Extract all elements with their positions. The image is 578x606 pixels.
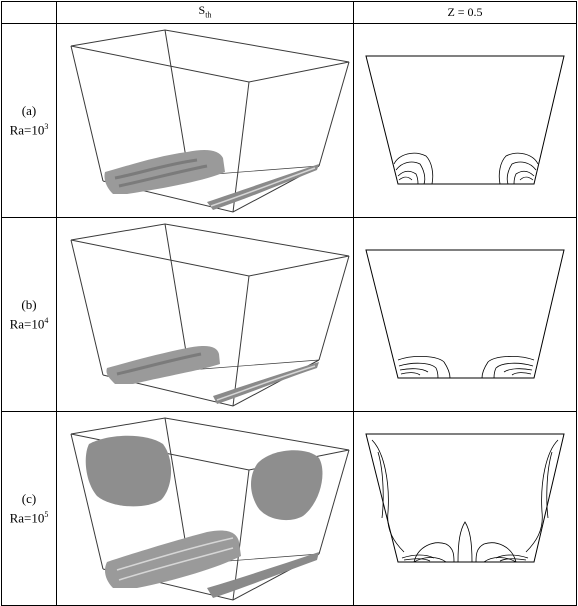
row-a-tag: (a) (21, 103, 37, 119)
contour-a-svg (365, 55, 565, 185)
row-c-ra-exp: 5 (44, 510, 49, 520)
row-a-ra: Ra=103 (2, 119, 56, 138)
trapezoid-a (365, 55, 565, 185)
iso-blob-c-bottom (105, 530, 241, 589)
row-label-c: (c) Ra=105 (1, 411, 57, 606)
iso-surface-a-svg (70, 29, 350, 213)
row-b-ra: Ra=104 (2, 313, 56, 332)
contour-c-svg (365, 433, 565, 563)
trapezoid-b (365, 249, 565, 379)
header-sth: Sth (56, 0, 354, 25)
row-b-tag: (b) (21, 297, 37, 313)
row-b-ra-exp: 4 (44, 316, 49, 326)
row-c-tag: (c) (21, 491, 37, 507)
row-b-ra-base: Ra=10 (9, 316, 45, 332)
row-label-a: (a) Ra=103 (1, 23, 57, 219)
iso-surface-c (56, 411, 354, 606)
frame-top-a (70, 29, 350, 83)
header-sth-sub: th (205, 10, 212, 20)
contour-b (353, 217, 577, 413)
contour-a (353, 23, 577, 219)
row-c-ra-base: Ra=10 (9, 510, 45, 526)
row-c-ra: Ra=105 (2, 507, 56, 526)
contour-b-svg (365, 249, 565, 379)
row-label-b: (b) Ra=104 (1, 217, 57, 413)
row-a-ra-exp: 3 (44, 122, 49, 132)
iso-surface-b (56, 217, 354, 413)
iso-surface-a (56, 23, 354, 219)
iso-surface-b-svg (70, 223, 350, 407)
header-z: Z = 0.5 (353, 0, 577, 25)
iso-surface-c-svg (70, 417, 350, 601)
header-empty (1, 0, 57, 25)
iso-blob-c-left (85, 436, 172, 507)
row-a-ra-base: Ra=10 (9, 122, 45, 138)
iso-blob-c-right (251, 450, 323, 521)
iso-blob-b1 (106, 346, 220, 385)
contour-c (353, 411, 577, 606)
trapezoid-c (365, 433, 565, 563)
header-sth-main: S (198, 3, 206, 17)
iso-blob-a1 (104, 150, 225, 195)
frame-top-b (70, 223, 350, 277)
